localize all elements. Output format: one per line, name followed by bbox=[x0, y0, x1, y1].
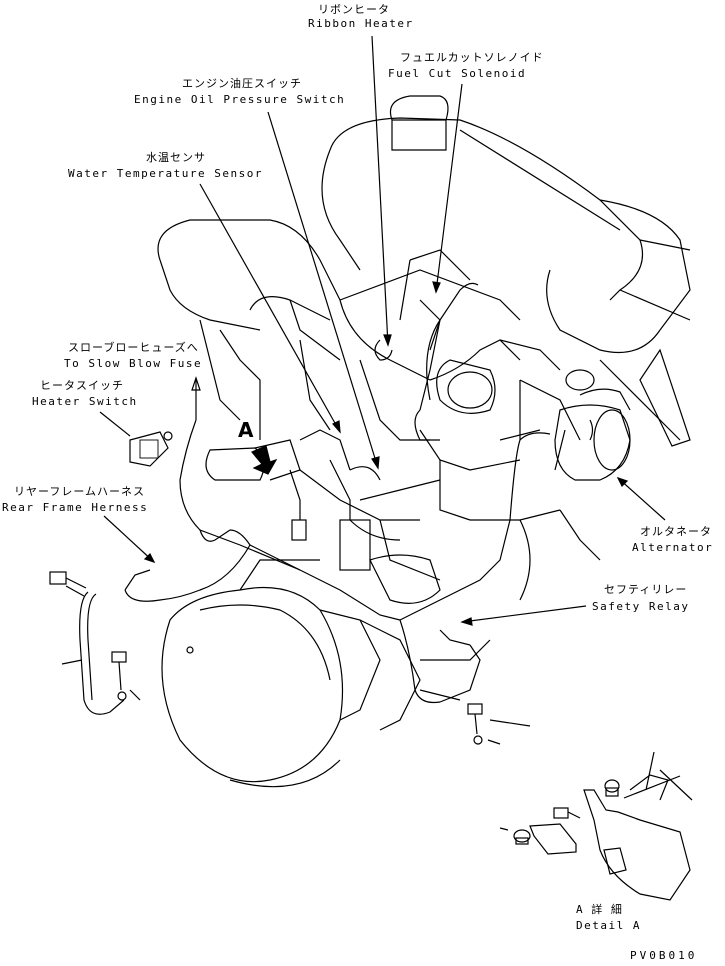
detail-a-label-jp: A 詳 細 bbox=[576, 903, 623, 916]
leader-ribbon-heater bbox=[371, 35, 389, 346]
heater-switch-part bbox=[129, 431, 173, 467]
leader-oil-pressure-switch bbox=[267, 111, 379, 469]
safety-relay-label-en: Safety Relay bbox=[592, 600, 690, 613]
wiring-harness bbox=[124, 282, 551, 704]
water-temp-sensor-label-en: Water Temperature Sensor bbox=[68, 167, 263, 180]
safety-relay-label-jp: セフティリレー bbox=[604, 583, 688, 596]
slow-blow-fuse-label-en: To Slow Blow Fuse bbox=[64, 357, 203, 370]
alternator-label-jp: オルタネータ bbox=[640, 525, 712, 538]
alternator-label-en: Alternator bbox=[632, 541, 714, 554]
fuel-cut-solenoid-label-jp: フュエルカットソレノイド bbox=[400, 51, 544, 64]
leader-fuel-cut-solenoid bbox=[435, 83, 463, 293]
detail-a-view bbox=[499, 751, 693, 901]
view-a-marker: A bbox=[238, 418, 254, 442]
heater-switch-label-jp: ヒータスイッチ bbox=[40, 379, 124, 392]
loose-parts bbox=[49, 571, 531, 745]
water-temp-sensor-label-jp: 水温センサ bbox=[146, 151, 206, 164]
starter-area bbox=[205, 429, 381, 541]
fuel-cut-solenoid-label-en: Fuel Cut Solenoid bbox=[388, 67, 527, 80]
oil-pressure-switch-label-jp: エンジン油圧スイッチ bbox=[182, 77, 302, 90]
engine-block bbox=[157, 219, 601, 604]
leader-safety-relay bbox=[461, 605, 587, 623]
leader-water-temp-sensor bbox=[199, 183, 341, 433]
leader-heater-switch bbox=[99, 411, 131, 437]
rear-frame-harness-label-en: Rear Frame Herness bbox=[2, 501, 149, 514]
rear-frame-harness-label-jp: リヤーフレームハーネス bbox=[14, 485, 146, 498]
detail-a-label-en: Detail A bbox=[576, 919, 641, 932]
leader-alternator bbox=[617, 477, 666, 521]
leader-rear-frame-harness bbox=[103, 515, 155, 563]
ribbon-heater-label-en: Ribbon Heater bbox=[308, 17, 414, 30]
alternator-part bbox=[554, 369, 631, 481]
drawing-code: PV0B010 bbox=[630, 949, 698, 962]
slow-blow-fuse-label-jp: スローブローヒューズへ bbox=[68, 341, 199, 354]
view-a-arrow bbox=[251, 445, 278, 475]
ribbon-heater-label-jp: リボンヒータ bbox=[318, 3, 390, 16]
heater-switch-label-en: Heater Switch bbox=[32, 395, 138, 408]
leader-lines bbox=[99, 35, 666, 626]
flywheel-housing bbox=[161, 559, 491, 788]
oil-pressure-switch-label-en: Engine Oil Pressure Switch bbox=[134, 93, 346, 106]
engine-upper-body bbox=[321, 95, 691, 447]
